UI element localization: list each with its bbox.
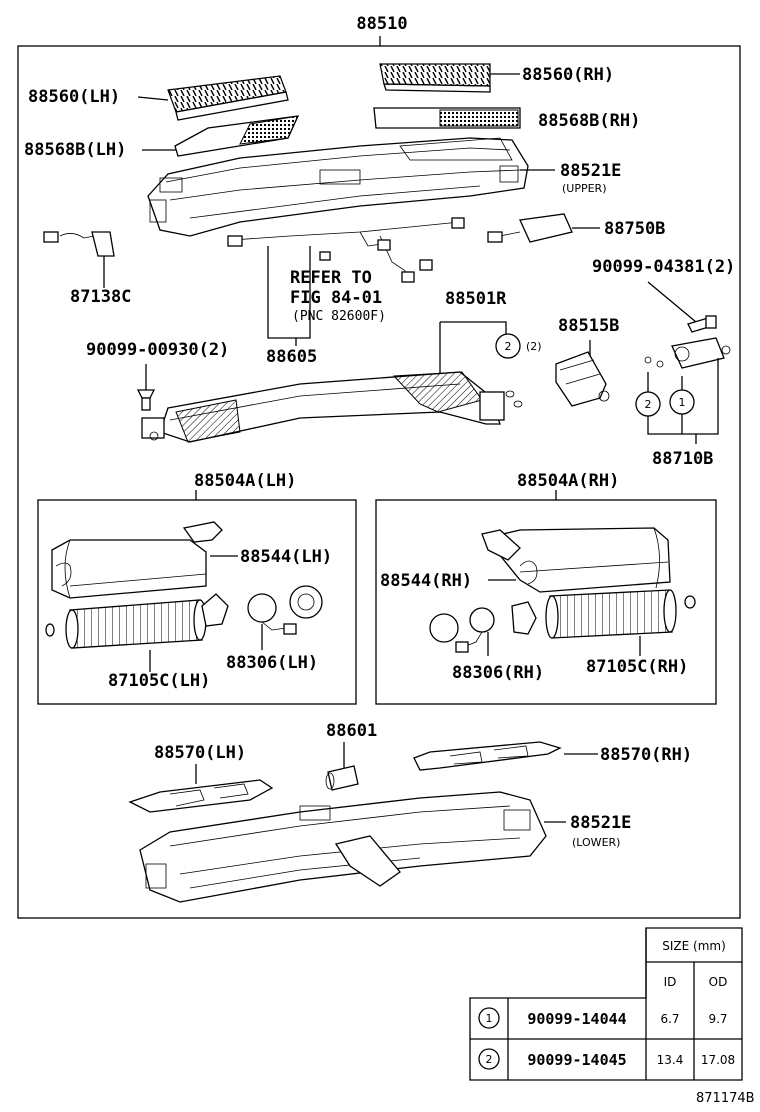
label-evaporator: 88501R — [445, 289, 507, 309]
filter-rh — [373, 107, 521, 129]
label-wire: 88605 — [266, 347, 317, 367]
label-case-lower: 88521E — [570, 813, 631, 833]
callout-2-oring: 2 — [635, 391, 661, 417]
size-table: SIZE (mm) ID OD 1 90099-14044 6.7 9.7 2 … — [469, 927, 743, 1081]
upper-case — [147, 137, 529, 237]
label-case-upper-note: (UPPER) — [562, 182, 607, 195]
label-blower-rh: 88504A(RH) — [517, 471, 619, 491]
duct-rh — [413, 741, 562, 771]
label-filter-lh: 88568B(LH) — [24, 140, 126, 160]
size-row-1-mark: 1 — [486, 1012, 493, 1025]
filter-lh — [174, 115, 300, 157]
size-row-2-mark: 2 — [486, 1053, 493, 1066]
callout-2-evap: 2 — [495, 333, 521, 359]
label-refer-line1: REFER TO — [290, 268, 372, 288]
label-fan-rh: 87105C(RH) — [586, 657, 688, 677]
label-motor-rh: 88306(RH) — [452, 663, 544, 683]
oring-set-88710b — [644, 337, 731, 369]
size-row-2-od: 17.08 — [701, 1053, 735, 1067]
label-louver-lh: 88560(LH) — [28, 87, 120, 107]
label-connector: 87138C — [70, 287, 131, 307]
label-screw-top: 90099-04381(2) — [592, 257, 735, 277]
label-assembly: 88510 — [356, 14, 407, 34]
label-case-upper: 88521E — [560, 161, 621, 181]
screw-left — [136, 389, 156, 411]
label-case-lower-note: (LOWER) — [572, 836, 620, 849]
housing-lh — [51, 521, 223, 599]
figure-id: 871174B — [696, 1091, 755, 1106]
amplifier-88750b — [487, 213, 573, 243]
label-housing-lh: 88544(LH) — [240, 547, 332, 567]
grommet-88601 — [325, 765, 359, 791]
label-fan-lh: 87105C(LH) — [108, 671, 210, 691]
label-duct-lh: 88570(LH) — [154, 743, 246, 763]
evaporator-88501r — [141, 371, 523, 443]
svg-text:1: 1 — [679, 396, 686, 409]
label-screw-left: 90099-00930(2) — [86, 340, 229, 360]
label-evap-qty: (2) — [526, 340, 542, 353]
housing-rh — [481, 527, 671, 593]
svg-text:2: 2 — [505, 340, 512, 353]
screw-top — [687, 315, 717, 333]
label-blower-lh: 88504A(LH) — [194, 471, 296, 491]
size-table-col-od: OD — [709, 975, 728, 989]
motor-lh — [201, 585, 323, 635]
label-motor-lh: 88306(LH) — [226, 653, 318, 673]
label-oring-set: 88710B — [652, 449, 713, 469]
label-housing-rh: 88544(RH) — [380, 571, 472, 591]
label-duct-rh: 88570(RH) — [600, 745, 692, 765]
wire-harness — [227, 217, 465, 283]
assembly-frame — [17, 45, 741, 919]
size-row-1-id: 6.7 — [660, 1012, 679, 1026]
size-row-1-od: 9.7 — [708, 1012, 727, 1026]
blower-lh-box — [37, 499, 357, 705]
duct-lh — [128, 779, 274, 813]
label-refer-line2: FIG 84-01 — [290, 288, 382, 308]
svg-text:2: 2 — [645, 398, 652, 411]
expansion-valve-88515b — [555, 351, 610, 407]
label-filter-rh: 88568B(RH) — [538, 111, 640, 131]
louver-rh — [379, 63, 491, 93]
size-row-1-part: 90099-14044 — [527, 1010, 626, 1028]
callout-1-oring: 1 — [669, 389, 695, 415]
label-amplifier: 88750B — [604, 219, 665, 239]
blower-rh-box — [375, 499, 717, 705]
louver-lh — [167, 75, 289, 121]
label-louver-rh: 88560(RH) — [522, 65, 614, 85]
connector-87138c — [43, 231, 115, 257]
size-table-col-id: ID — [664, 975, 677, 989]
fan-rh — [545, 589, 696, 639]
fan-lh — [45, 599, 207, 649]
size-row-2-id: 13.4 — [657, 1053, 684, 1067]
size-row-2-part: 90099-14045 — [527, 1051, 626, 1069]
size-table-header: SIZE (mm) — [662, 939, 726, 953]
motor-rh — [429, 601, 537, 653]
label-grommet: 88601 — [326, 721, 377, 741]
lower-case — [139, 791, 547, 903]
label-expansion-valve: 88515B — [558, 316, 619, 336]
label-refer-line3: (PNC 82600F) — [292, 309, 386, 324]
